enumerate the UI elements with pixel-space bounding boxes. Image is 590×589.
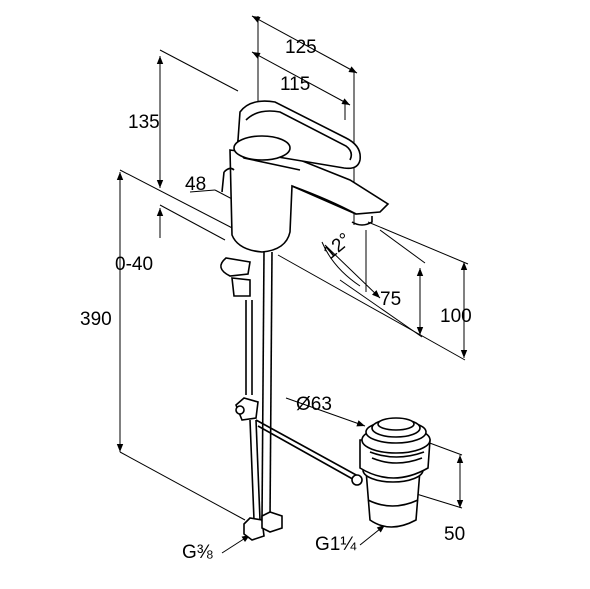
dim-12-degree: 12°: [320, 229, 356, 264]
pop-up-waste: [351, 417, 431, 528]
dim-390: 390: [80, 309, 112, 330]
thread-g1-1-4: G1¼: [315, 534, 357, 555]
dimension-lines: [116, 15, 469, 554]
faucet-body: [221, 100, 390, 253]
dim-48: 48: [185, 174, 206, 195]
thread-g3-8: G⅜: [182, 542, 213, 563]
dim-75: 75: [380, 289, 401, 310]
dim-135: 135: [128, 112, 160, 133]
dim-0-40: 0-40: [115, 254, 153, 275]
dim-50: 50: [444, 524, 465, 545]
dim-115: 115: [280, 74, 310, 95]
supply-pipes: [220, 251, 359, 541]
dim-100: 100: [440, 306, 472, 327]
dim-diameter-63: Ø63: [296, 394, 332, 415]
dim-125: 125: [285, 37, 317, 58]
